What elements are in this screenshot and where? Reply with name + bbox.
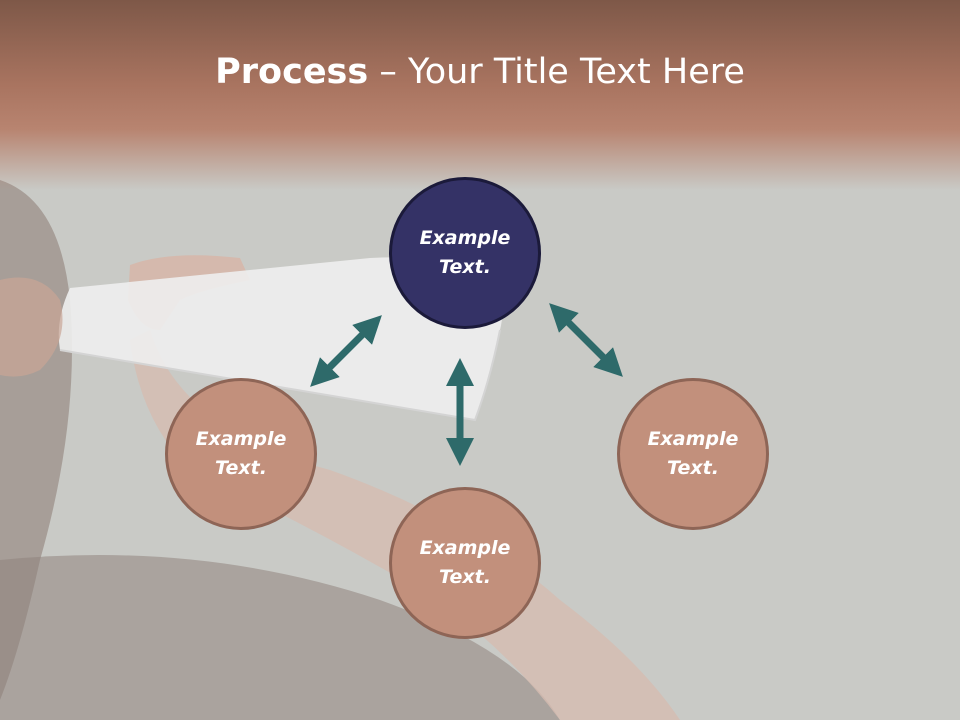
node-bottom-line2: Text.	[439, 566, 491, 588]
node-text: Example Text.	[196, 425, 287, 483]
node-left-line1: Example	[195, 428, 287, 450]
arrow-top-left	[310, 315, 382, 387]
arrow-top-right	[549, 303, 623, 377]
header-band	[0, 0, 960, 190]
title-separator: –	[368, 52, 408, 92]
page-title: Process – Your Title Text Here	[0, 52, 960, 92]
title-bold: Process	[215, 52, 369, 92]
node-right-line2: Text.	[667, 457, 719, 479]
node-top-line2: Text.	[439, 256, 491, 278]
process-node-left: Example Text.	[165, 378, 317, 530]
node-text: Example Text.	[420, 224, 511, 282]
node-right-line1: Example	[647, 428, 739, 450]
node-top-line1: Example	[419, 227, 511, 249]
node-left-line2: Text.	[215, 457, 267, 479]
node-bottom-line1: Example	[419, 537, 511, 559]
process-node-right: Example Text.	[617, 378, 769, 530]
node-text: Example Text.	[648, 425, 739, 483]
process-node-top: Example Text.	[389, 177, 541, 329]
node-text: Example Text.	[420, 534, 511, 592]
process-node-bottom: Example Text.	[389, 487, 541, 639]
title-rest: Your Title Text Here	[407, 52, 745, 92]
